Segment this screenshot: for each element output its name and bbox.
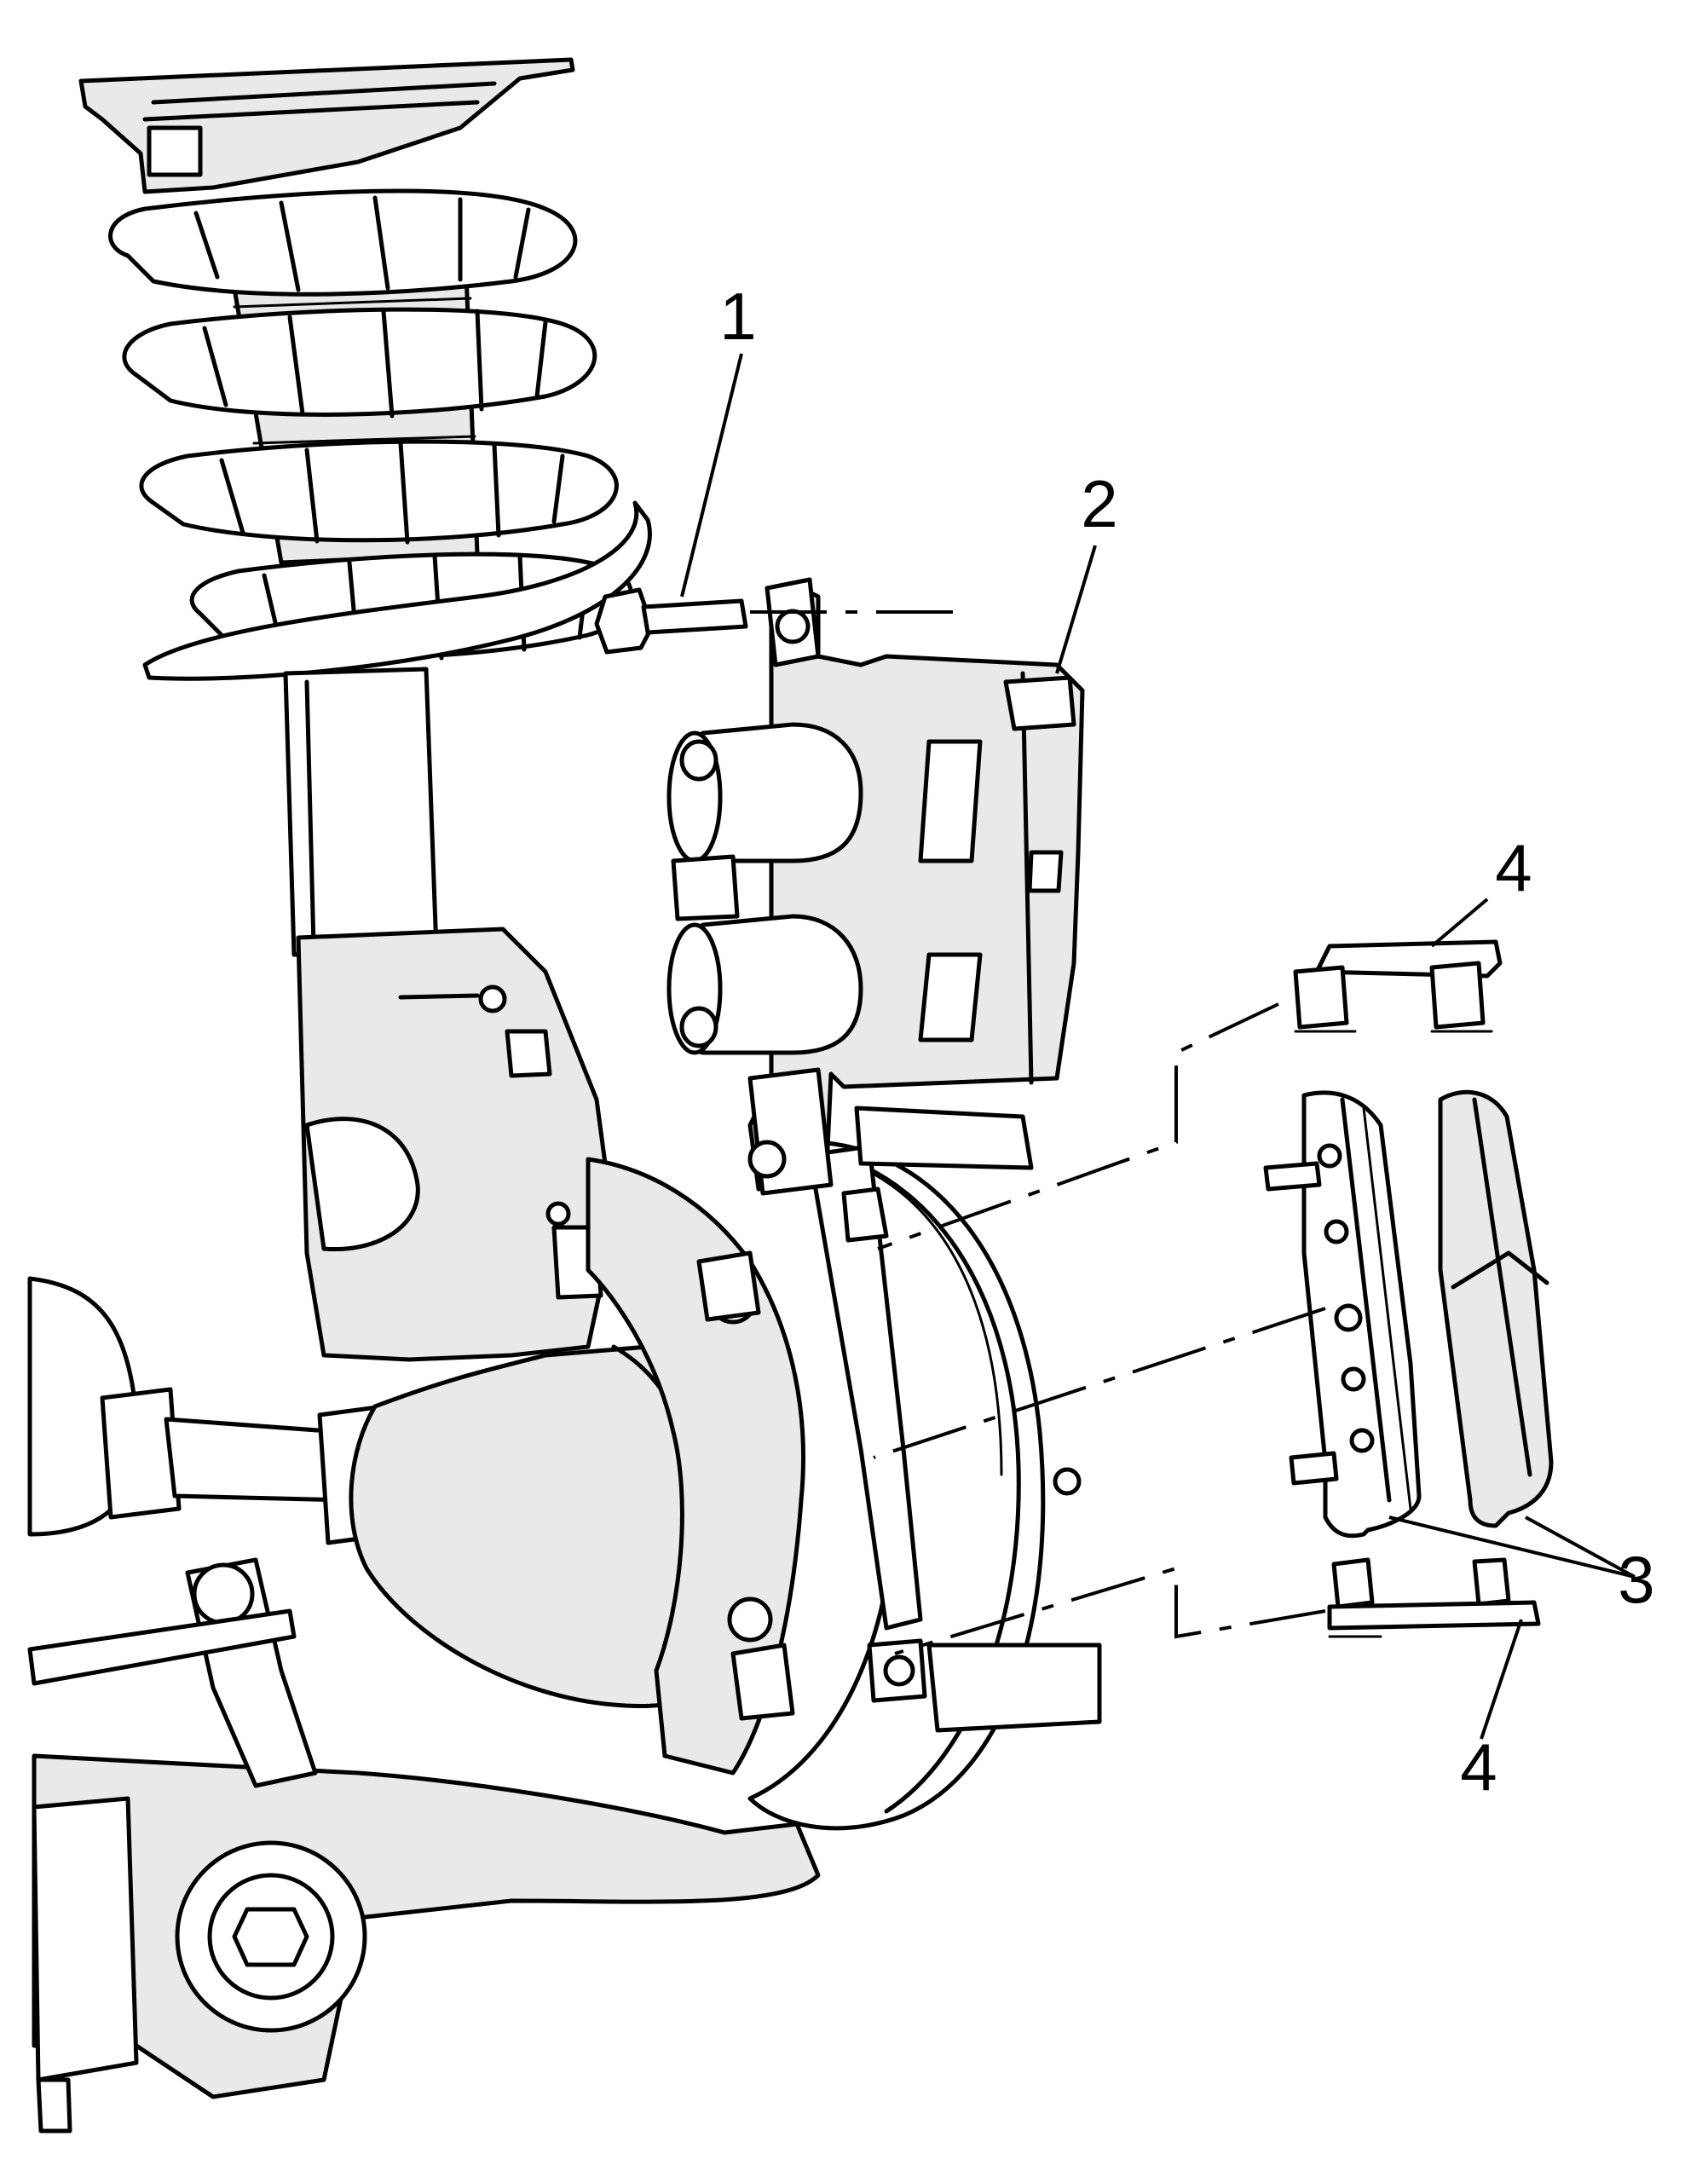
- strut-assembly: [78, 57, 652, 1362]
- callout-2: 2: [1081, 466, 1117, 541]
- pad-retainer-clip-lower: [1327, 1557, 1541, 1638]
- outboard-brake-pad: [1438, 1089, 1554, 1528]
- lower-control-arm: [27, 1557, 821, 2133]
- steering-knuckle: [586, 1157, 805, 1775]
- callout-4-lower: 4: [1460, 1729, 1497, 1804]
- pad-retainer-clip-upper: [1293, 939, 1503, 1033]
- upper-strut-mount: [78, 57, 575, 194]
- brake-caliper: [666, 577, 1085, 1196]
- callout-leaders: [680, 353, 1636, 1740]
- callout-3: 3: [1618, 1542, 1654, 1617]
- spring-seat: [142, 500, 652, 681]
- inboard-brake-pad: [1263, 1090, 1422, 1539]
- caliper-bolt: [594, 587, 748, 655]
- bracket-bolt-upper: [841, 1187, 889, 1243]
- assembly-guide-lines: [873, 1002, 1326, 1655]
- caliper-bracket: [807, 1106, 1102, 1733]
- callout-1: 1: [719, 279, 756, 354]
- callout-4-upper: 4: [1495, 830, 1532, 905]
